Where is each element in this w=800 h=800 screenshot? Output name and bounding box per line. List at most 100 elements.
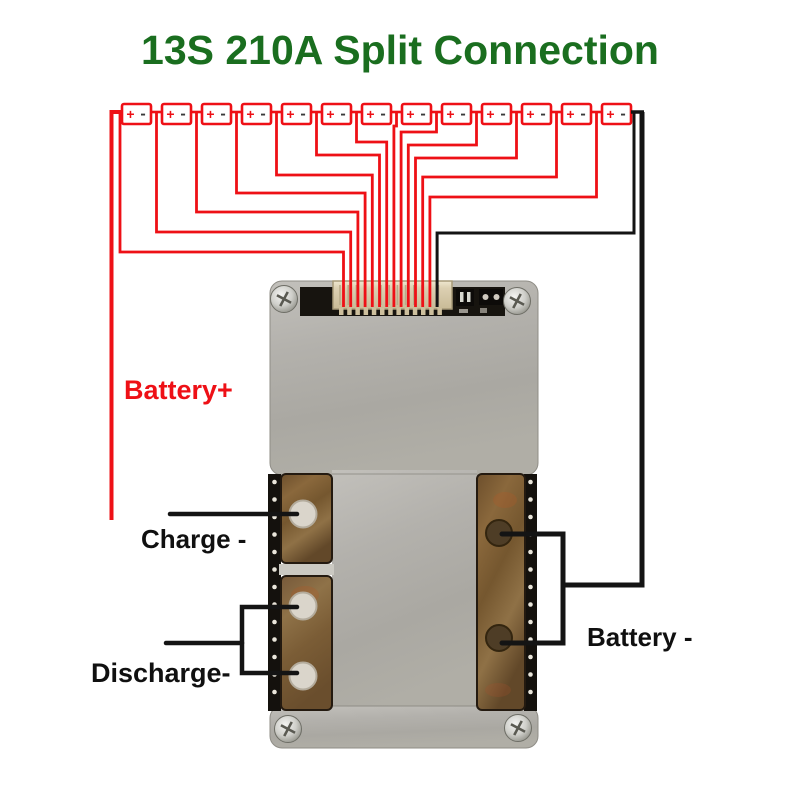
battery-cell-body <box>560 102 593 126</box>
cell-minus-terminal: - <box>580 106 585 123</box>
battery-cell-body <box>360 102 393 126</box>
solder-dot <box>528 479 533 485</box>
cell-minus-terminal: - <box>340 106 345 123</box>
jumper-pin <box>467 292 471 302</box>
sense-wire <box>275 112 374 307</box>
sense-wire <box>414 112 518 307</box>
bms-board <box>268 280 539 749</box>
solder-dot <box>528 602 533 607</box>
battery-plus-label: Battery+ <box>124 375 233 405</box>
solder-dot <box>528 689 533 695</box>
solder-dot <box>272 532 277 537</box>
battery-cell-body <box>240 102 273 126</box>
cell-minus-terminal: - <box>540 106 545 123</box>
solder-dot <box>272 567 277 572</box>
connector-tooth <box>421 308 426 315</box>
pad-tarnish <box>493 492 517 508</box>
corner-screws <box>270 285 532 743</box>
solder-dot <box>272 584 277 590</box>
solder-dot <box>528 672 533 677</box>
jumper-component <box>456 289 474 306</box>
wires <box>109 110 645 676</box>
cell-minus-terminal: - <box>220 106 225 123</box>
battery-cell-body <box>480 102 513 126</box>
connector-tooth <box>380 308 385 315</box>
solder-dot <box>528 497 533 502</box>
phillips-cross-icon <box>276 291 292 307</box>
sense-wire <box>428 112 598 307</box>
cell-minus-terminal: - <box>620 106 625 123</box>
solder-dot <box>528 654 533 660</box>
sense-wire <box>392 112 398 307</box>
connector-tooth <box>437 308 442 315</box>
smd-part <box>459 309 468 313</box>
sense-wire <box>235 112 367 307</box>
screw <box>274 715 302 743</box>
cell-plus-terminal: + <box>126 106 134 122</box>
sense-wire <box>118 112 345 307</box>
solder-dot <box>272 689 277 695</box>
screw <box>504 714 532 742</box>
sense-wire-black <box>435 112 636 307</box>
cell-minus-terminal: - <box>140 106 145 123</box>
cell-minus-terminal: - <box>500 106 505 123</box>
cell-plus-terminal: + <box>606 106 614 122</box>
solder-dot <box>272 637 277 642</box>
connector-tooth <box>339 308 344 315</box>
solder-dot <box>272 549 277 555</box>
cell-minus-terminal: - <box>380 106 385 123</box>
battery-cell: +- <box>480 102 513 126</box>
phillips-cross-icon <box>280 721 296 737</box>
battery-cell-body <box>400 102 433 126</box>
cell-plus-terminal: + <box>406 106 414 122</box>
battery-cell-body <box>600 102 633 126</box>
phillips-cross-icon <box>510 720 526 736</box>
battery-cell: +- <box>120 102 153 126</box>
solder-dot <box>272 619 277 625</box>
header-pin-hole <box>482 294 489 300</box>
battery-cell: +- <box>360 102 393 126</box>
cell-minus-terminal: - <box>180 106 185 123</box>
sense-wire <box>421 112 558 307</box>
connector-tooth <box>429 308 434 315</box>
header-component <box>479 289 503 305</box>
cell-minus-terminal: - <box>420 106 425 123</box>
cell-plus-terminal: + <box>286 106 294 122</box>
solder-dot <box>272 497 277 502</box>
battery-cell: +- <box>160 102 193 126</box>
solder-dot <box>528 567 533 572</box>
solder-dot <box>272 654 277 660</box>
battery-cell: +- <box>320 102 353 126</box>
battery-cell: +- <box>440 102 473 126</box>
discharge-minus-label: Discharge- <box>91 658 231 688</box>
cell-plus-terminal: + <box>246 106 254 122</box>
charge-minus-label: Charge - <box>141 524 246 554</box>
phillips-cross-icon <box>509 293 525 309</box>
battery-string: +-+-+-+-+-+-+-+-+-+-+-+-+- <box>111 102 644 126</box>
battery-cell: +- <box>520 102 553 126</box>
plate-bottom <box>269 705 539 749</box>
battery-cell: +- <box>240 102 273 126</box>
solder-dot <box>272 479 277 485</box>
battery-minus-wire <box>561 112 645 588</box>
connector-tooth <box>347 308 352 315</box>
header-pin-hole <box>493 294 500 300</box>
connector-tooth <box>355 308 360 315</box>
connector-teeth <box>339 308 442 315</box>
solder-dot <box>528 584 533 590</box>
smd-part <box>480 308 487 313</box>
sense-wire <box>399 112 438 307</box>
sense-wire <box>406 112 478 307</box>
battery-cell: +- <box>400 102 433 126</box>
solder-dot <box>528 514 533 520</box>
battery-minus-pad <box>476 473 526 711</box>
pad-gap-strip <box>279 564 334 575</box>
battery-cell-body <box>440 102 473 126</box>
left-pad-strip <box>268 474 281 711</box>
connector-tooth <box>404 308 410 315</box>
discharge-pad-hole <box>288 661 318 691</box>
sense-wire <box>355 112 389 307</box>
cell-plus-terminal: + <box>486 106 494 122</box>
